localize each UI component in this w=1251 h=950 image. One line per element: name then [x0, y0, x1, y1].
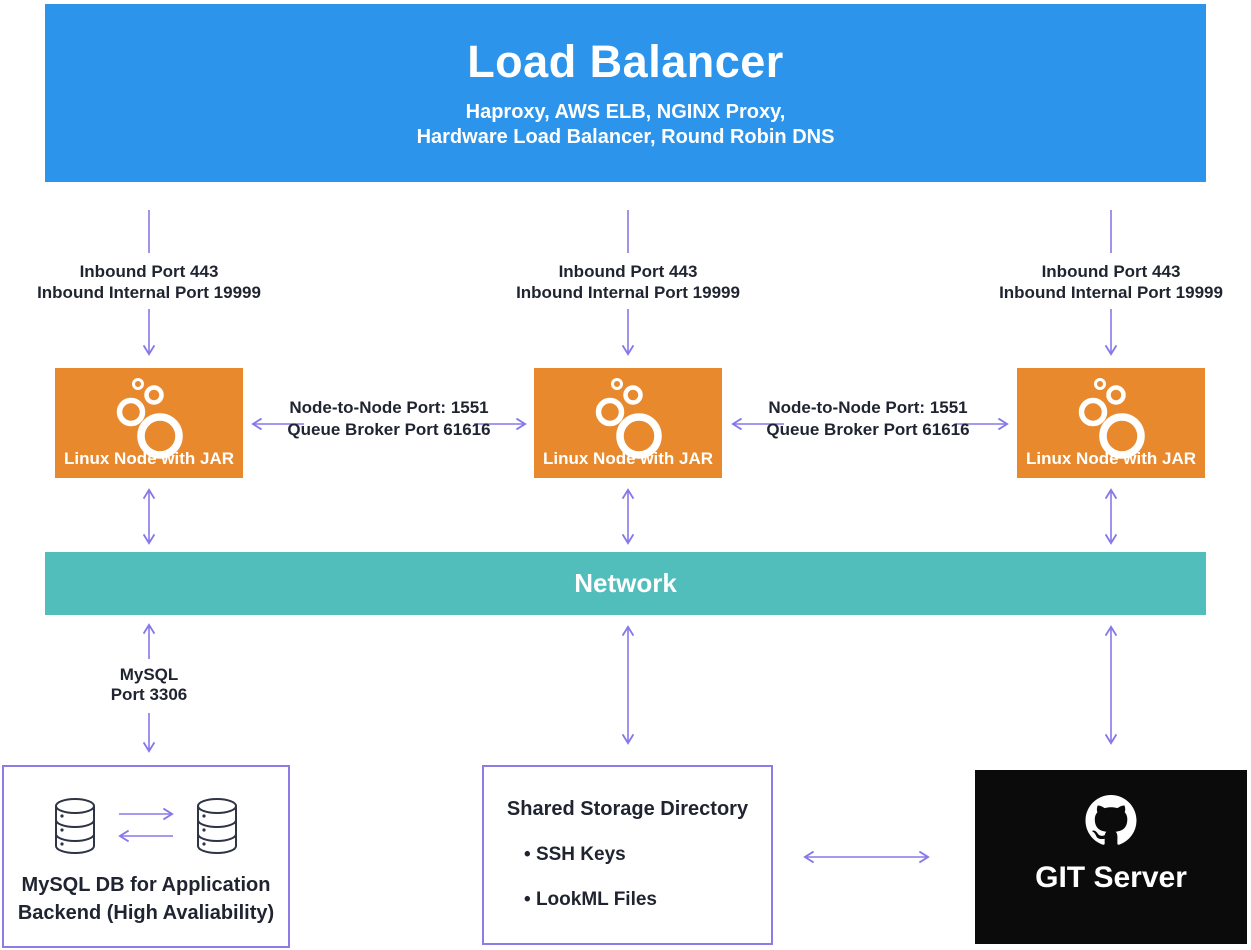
mysql-port-label: MySQL Port 3306 [89, 665, 209, 705]
inbound-ports-label-3: Inbound Port 443 Inbound Internal Port 1… [971, 261, 1251, 303]
network-label: Network [574, 568, 677, 598]
database-icon [197, 798, 237, 854]
mysql-db-line1: MySQL DB for Application [21, 874, 271, 896]
load-balancer-subtitle: Haproxy, AWS ELB, NGINX Proxy, Hardware … [417, 100, 835, 150]
mysql-db-box: MySQL DB for Application Backend (High A… [2, 765, 290, 948]
load-balancer-subtitle-line2: Hardware Load Balancer, Round Robin DNS [416, 126, 835, 148]
node-to-node-label-1: Node-to-Node Port: 1551 Queue Broker Por… [259, 397, 519, 441]
linux-node-label: Linux Node with JAR [1026, 449, 1196, 468]
inbound-ports-line1: Inbound Port 443 [1041, 262, 1181, 281]
inbound-ports-line2: Inbound Internal Port 19999 [37, 283, 261, 302]
inbound-ports-line1: Inbound Port 443 [558, 262, 698, 281]
github-icon [1085, 795, 1137, 845]
node-to-node-line2: Queue Broker Port 61616 [287, 420, 491, 439]
db-replication-row [53, 797, 239, 855]
shared-storage-title: Shared Storage Directory [506, 798, 749, 820]
git-server-box: GIT Server [975, 770, 1247, 944]
node-to-node-line2: Queue Broker Port 61616 [766, 420, 970, 439]
inbound-ports-label-1: Inbound Port 443 Inbound Internal Port 1… [9, 261, 289, 303]
list-item: SSH Keys [524, 844, 771, 866]
inbound-ports-label-2: Inbound Port 443 Inbound Internal Port 1… [488, 261, 768, 303]
linux-node-label: Linux Node with JAR [543, 449, 713, 468]
looker-icon [595, 378, 662, 459]
mysql-db-label: MySQL DB for Application Backend (High A… [18, 871, 274, 927]
load-balancer-subtitle-line1: Haproxy, AWS ELB, NGINX Proxy, [465, 101, 786, 123]
git-server-label: GIT Server [1035, 861, 1187, 894]
inbound-ports-line1: Inbound Port 443 [79, 262, 219, 281]
linux-node-box-2: Linux Node with JAR [534, 368, 722, 478]
linux-node-box-3: Linux Node with JAR [1017, 368, 1205, 478]
node-to-node-label-2: Node-to-Node Port: 1551 Queue Broker Por… [738, 397, 998, 441]
mysql-port-line2: Port 3306 [110, 685, 188, 704]
linux-node-label: Linux Node with JAR [64, 449, 234, 468]
linux-node-box-1: Linux Node with JAR [55, 368, 243, 478]
replication-arrows [118, 807, 174, 843]
network-bar: Network [45, 552, 1206, 615]
node-to-node-line1: Node-to-Node Port: 1551 [289, 398, 489, 417]
list-item: LookML Files [524, 889, 771, 911]
node-to-node-line1: Node-to-Node Port: 1551 [768, 398, 968, 417]
database-icon [55, 798, 95, 854]
looker-icon [116, 378, 183, 459]
shared-storage-list: SSH Keys LookML Files [524, 844, 771, 911]
mysql-db-line2: Backend (High Avaliability) [17, 902, 275, 924]
mysql-port-line1: MySQL [119, 665, 179, 684]
load-balancer-box: Load Balancer Haproxy, AWS ELB, NGINX Pr… [45, 4, 1206, 182]
shared-storage-box: Shared Storage Directory SSH Keys LookML… [482, 765, 773, 945]
looker-icon [1078, 378, 1145, 459]
inbound-ports-line2: Inbound Internal Port 19999 [516, 283, 740, 302]
inbound-ports-line2: Inbound Internal Port 19999 [999, 283, 1223, 302]
load-balancer-title: Load Balancer [467, 36, 784, 87]
